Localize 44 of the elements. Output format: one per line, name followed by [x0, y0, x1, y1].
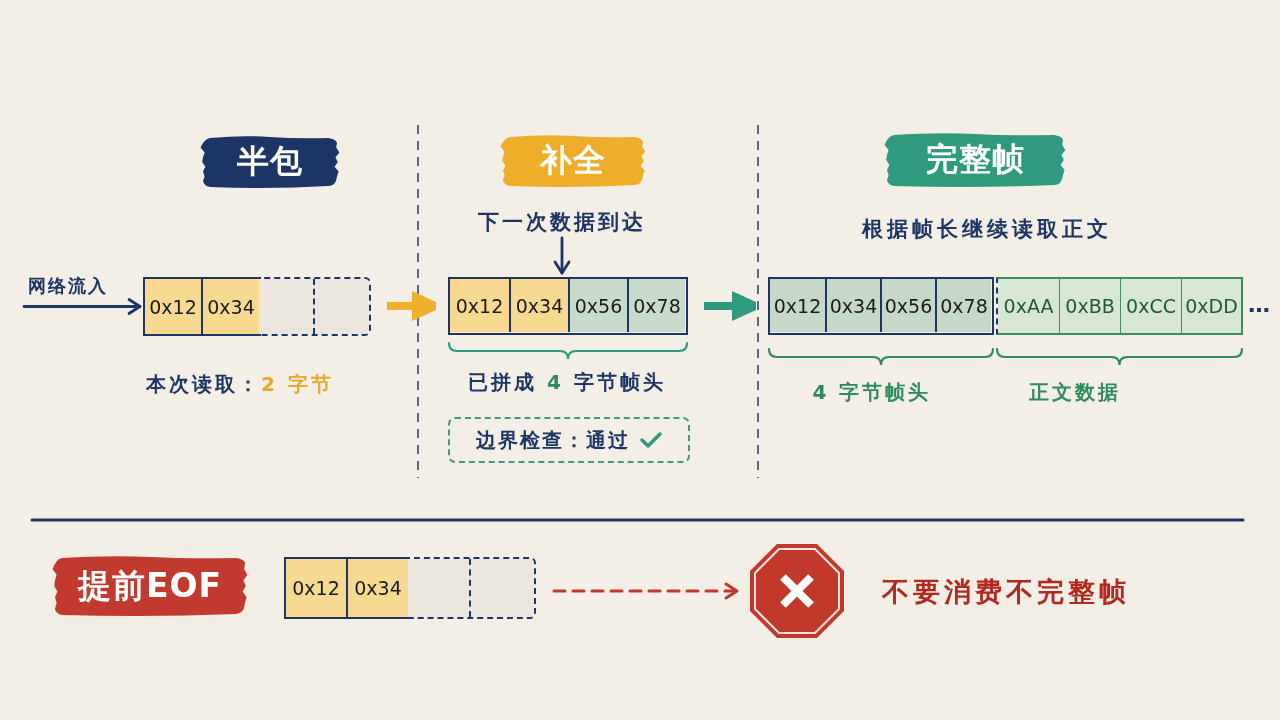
- brush-badge: [884, 132, 1066, 188]
- hex-byte-cell: 0x78: [627, 279, 685, 332]
- hex-byte-cell: 0x34: [201, 277, 261, 336]
- status-box: [448, 417, 690, 463]
- hex-byte-cell: 0x34: [346, 557, 410, 619]
- hex-byte-cell: 0x34: [509, 279, 568, 332]
- arrow: [553, 236, 571, 275]
- annotation-text: 下一次数据到达: [468, 208, 656, 236]
- hex-byte-cell: 0xDD: [1181, 279, 1241, 333]
- warning-text: 不要消费不完整帧: [882, 575, 1130, 609]
- stop-sign-icon: [749, 543, 845, 639]
- section-title: 半包: [237, 144, 303, 180]
- empty-byte-slot: [315, 279, 369, 334]
- hex-byte-cell: 0x56: [880, 279, 935, 332]
- byte-buffer: [143, 277, 371, 336]
- caption-text: 本次读取：2 字节: [146, 372, 334, 397]
- hex-byte-cell: 0xCC: [1120, 279, 1181, 333]
- hex-byte-cell: 0x12: [284, 557, 348, 619]
- ellipsis: …: [1248, 291, 1271, 319]
- hex-byte-cell: 0xBB: [1059, 279, 1120, 333]
- brush-badge: [200, 135, 340, 189]
- status-text: 边界检查：通过: [476, 426, 630, 454]
- hex-byte-cell: 0x12: [770, 279, 825, 332]
- byte-buffer: [284, 557, 536, 619]
- caption-text: 正文数据: [1029, 380, 1121, 405]
- hex-byte-cell: 0x34: [825, 279, 880, 332]
- arrow: [552, 582, 739, 600]
- section-title: 完整帧: [925, 142, 1025, 178]
- section-title: 补全: [540, 143, 606, 179]
- caption-text: 已拼成 4 字节帧头: [468, 370, 666, 395]
- byte-buffer: [448, 277, 688, 335]
- hex-byte-cell: 0x12: [143, 277, 203, 336]
- hex-byte-cell: 0x78: [935, 279, 991, 332]
- brush-badge: [52, 555, 248, 617]
- byte-buffer: [996, 277, 1243, 335]
- byte-buffer: [768, 277, 994, 335]
- hex-byte-cell: 0x56: [568, 279, 627, 332]
- section-title: 提前EOF: [77, 567, 223, 605]
- hex-byte-cell: 0x12: [450, 279, 509, 332]
- caption-text: 4 字节帧头: [812, 380, 932, 405]
- brush-badge: [500, 134, 646, 188]
- section-caption: 根据帧长继续读取正文: [862, 216, 1112, 243]
- arrow: [22, 298, 142, 315]
- hex-byte-cell: 0xAA: [998, 279, 1059, 333]
